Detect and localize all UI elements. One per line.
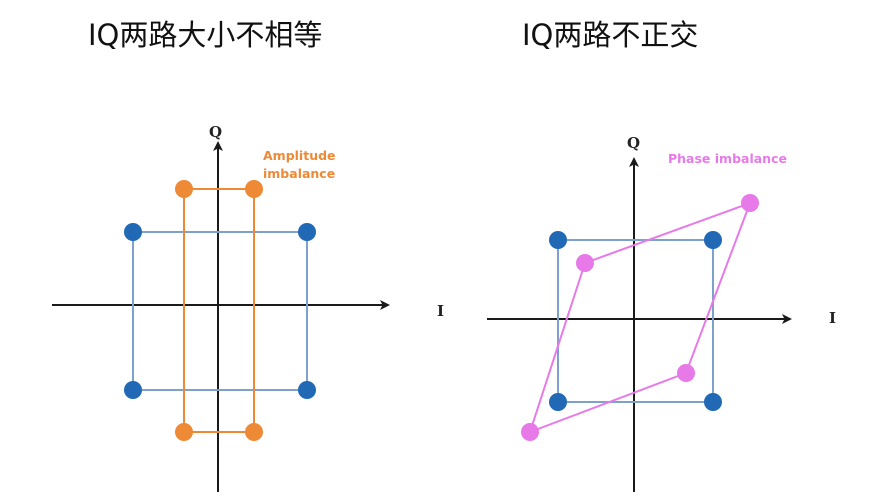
amplitude-imbalance-point xyxy=(245,423,263,441)
ideal-point xyxy=(549,231,567,249)
amplitude-annotation-line1: Amplitude xyxy=(263,148,336,163)
ideal-point xyxy=(704,231,722,249)
ideal-point xyxy=(704,393,722,411)
q-axis-label: Q xyxy=(209,123,222,141)
phase-imbalance-point xyxy=(741,194,759,212)
ideal-point xyxy=(124,381,142,399)
phase-imbalance-point xyxy=(576,254,594,272)
amplitude-imbalance-rectangle xyxy=(183,188,255,433)
ideal-constellation-square xyxy=(557,239,714,403)
phase-annotation: Phase imbalance xyxy=(668,151,787,166)
phase-imbalance-point xyxy=(521,423,539,441)
ideal-point xyxy=(298,223,316,241)
ideal-point xyxy=(298,381,316,399)
ideal-constellation-square xyxy=(132,231,308,391)
q-axis-label: Q xyxy=(627,134,640,152)
amplitude-imbalance-point xyxy=(175,180,193,198)
amplitude-imbalance-point xyxy=(175,423,193,441)
title-amplitude-imbalance: IQ两路大小不相等 xyxy=(88,18,323,52)
ideal-point xyxy=(549,393,567,411)
i-axis-label: I xyxy=(829,309,836,327)
i-axis-label: I xyxy=(437,302,444,320)
ideal-point xyxy=(124,223,142,241)
amplitude-imbalance-diagram: I Q Amplitude imbalance xyxy=(52,123,444,492)
phase-imbalance-point xyxy=(677,364,695,382)
amplitude-annotation-line2: imbalance xyxy=(263,166,335,181)
phase-imbalance-diagram: I Q Phase imbalance xyxy=(487,134,836,492)
title-phase-imbalance: IQ两路不正交 xyxy=(522,18,699,52)
amplitude-imbalance-point xyxy=(245,180,263,198)
